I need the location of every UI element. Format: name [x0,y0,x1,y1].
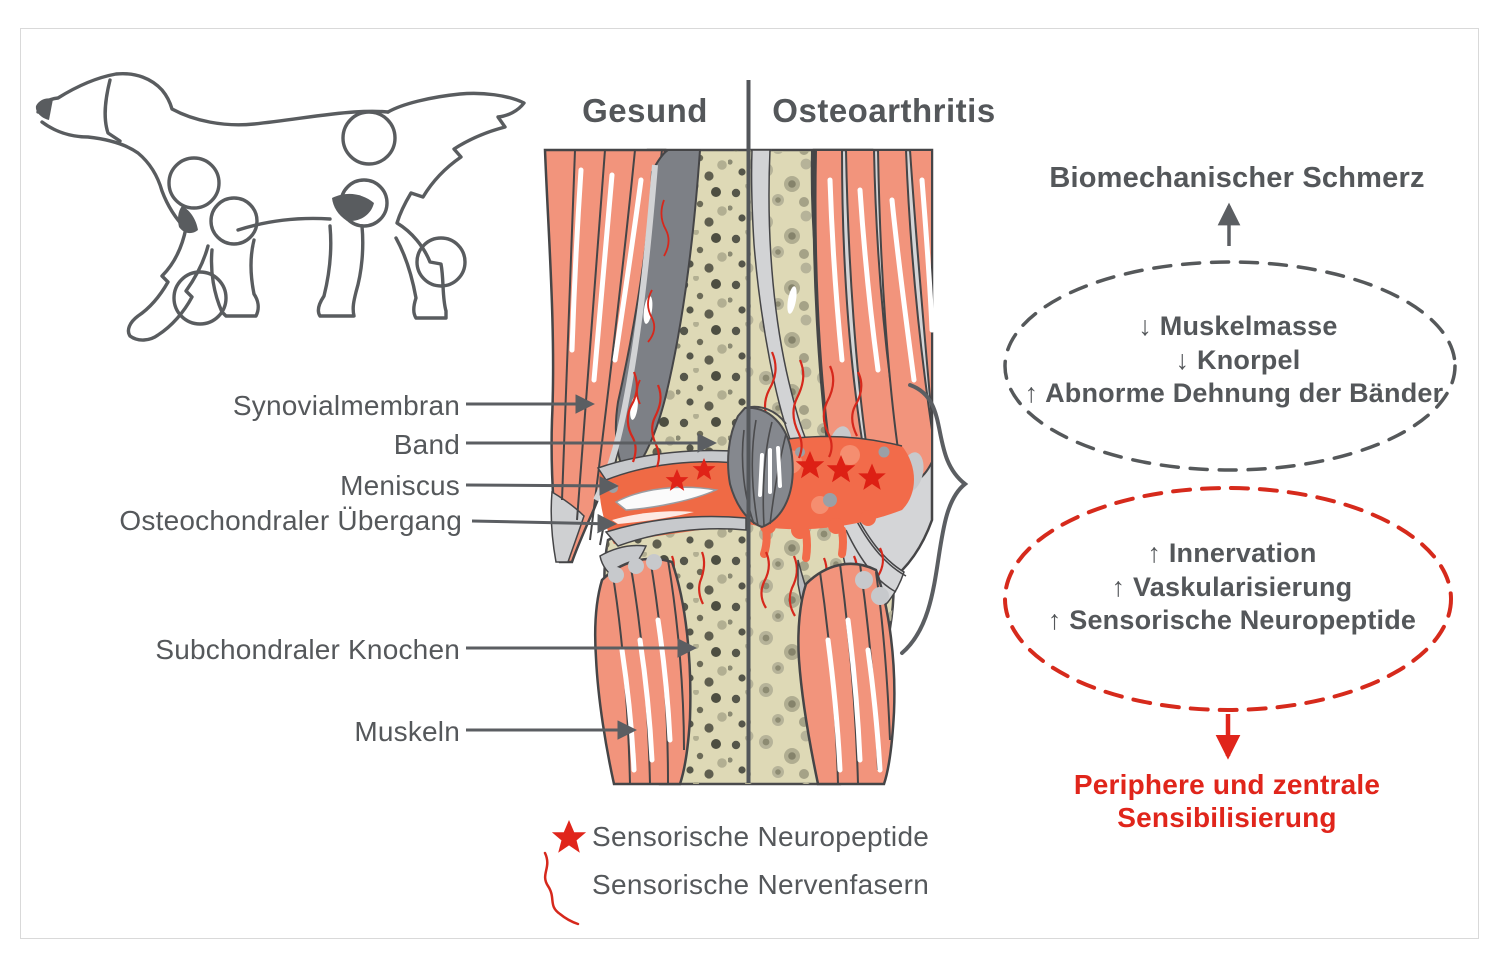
dog-front-leg-standing [209,238,260,318]
outcome-line-1: Periphere und zentrale [1073,769,1381,800]
legend-nerve-fibers-label: Sensorische Nervenfasern [592,869,930,900]
dog-throat-chest [40,120,188,231]
label-arrows [465,394,717,740]
change-muscle-mass: ↓ Muskelmasse [1138,311,1338,341]
dog-outline-drawing [35,71,526,342]
dog-belly [236,216,332,232]
joint-space-healthy [596,449,747,547]
label-synovial-membrane: Synovialmembran [232,390,460,421]
label-muscles: Muskeln [354,716,460,747]
biomechanical-pain-title: Biomechanischer Schmerz [1049,162,1425,194]
legend-neuropeptides-label: Sensorische Neuropeptide [592,821,930,852]
muscle-bottom-right [797,559,896,786]
pain-flow-diagram [1003,202,1457,760]
legend-symbols [543,820,587,926]
dog-body [36,71,390,127]
change-innervation: ↑ Innervation [1147,538,1317,568]
label-osteochondral-junction: Osteochondraler Übergang [119,505,462,536]
wavy-line-icon [543,851,580,926]
label-meniscus: Meniscus [340,470,460,501]
knee-joint-illustration [543,80,969,786]
dog-ear [103,78,122,143]
label-ligament: Band [393,429,460,460]
cruciate-ligament [727,405,794,529]
muscle-bottom-left [594,544,692,786]
change-cartilage: ↓ Knorpel [1175,345,1301,375]
dog-tail-and-hind-leg [386,91,526,320]
column-title-osteoarthritis: Osteoarthritis [772,92,996,129]
change-ligament-stretch: ↑ Abnorme Dehnung der Bänder [1024,378,1444,408]
dog-nose [35,98,53,120]
neurogenic-ellipse [1003,486,1453,712]
dog-hind-leg-near [316,224,365,318]
label-subchondral-bone: Subchondraler Knochen [155,634,460,665]
column-title-healthy: Gesund [582,92,708,129]
curly-brace-icon [900,383,969,655]
outcome-line-2: Sensibilisierung [1117,802,1337,833]
dog-elbow-joint-fill [178,206,198,234]
biomechanical-ellipse [1003,260,1457,472]
divider-line [746,80,751,783]
dog-front-leg-lifted [126,226,210,342]
dog-joint-circles [167,110,467,326]
meniscus-healthy [614,486,719,511]
change-vascularization: ↑ Vaskularisierung [1111,572,1353,602]
dog-stifle-joint-fill [332,193,374,222]
change-sensory-neuropeptides: ↑ Sensorische Neuropeptide [1047,605,1417,635]
star-icon [551,820,587,853]
